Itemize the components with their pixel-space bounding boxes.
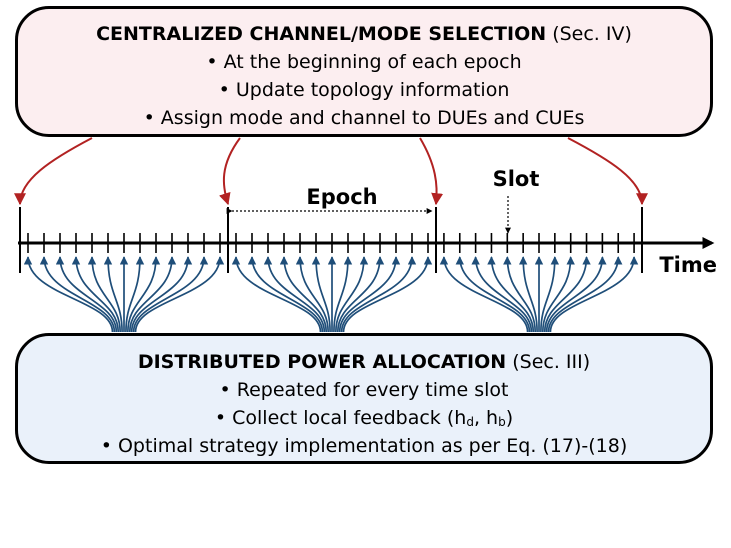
feedback-sep: , h <box>473 407 499 429</box>
distributed-power-box: DISTRIBUTED POWER ALLOCATION (Sec. III) … <box>15 333 713 464</box>
feedback-arrow-3 <box>55 256 118 333</box>
feedback-arrow-13 <box>134 256 225 333</box>
distributed-bullet-1: • Repeated for every time slot <box>219 379 509 401</box>
feedback-arrow-2 <box>39 256 116 333</box>
feedback-arrow-38 <box>547 256 623 333</box>
mode-selection-arrow-3 <box>419 137 444 206</box>
feedback-arrow-11 <box>130 256 193 333</box>
centralized-bullet-2: • Update topology information <box>218 79 510 101</box>
feedback-arrow-4 <box>71 256 120 333</box>
epoch-label: Epoch <box>306 185 377 209</box>
feedback-sub-b: b <box>498 415 506 429</box>
feedback-arrow-24 <box>338 256 401 333</box>
mode-selection-arrow-1 <box>14 137 93 206</box>
feedback-arrow-31 <box>503 256 537 333</box>
distributed-power-title: DISTRIBUTED POWER ALLOCATION <box>137 351 507 373</box>
distributed-bullet-2: • Optimal strategy implementation as per… <box>100 435 628 457</box>
feedback-sub-d: d <box>466 415 474 429</box>
time-label: Time <box>659 253 717 277</box>
mode-selection-arrow-2 <box>219 137 241 206</box>
feedback-suffix: ) <box>505 407 514 429</box>
feedback-arrow-25 <box>340 256 417 333</box>
feedback-arrow-9 <box>126 256 161 333</box>
feedback-arrow-30 <box>487 256 535 333</box>
centralized-bullet-3: • Assign mode and channel to DUEs and CU… <box>143 107 585 129</box>
centralized-selection-heading: CENTRALIZED CHANNEL/MODE SELECTION (Sec.… <box>18 20 710 48</box>
feedback-arrow-1 <box>23 256 114 333</box>
feedback-arrow-21 <box>333 256 353 333</box>
distributed-power-section: (Sec. III) <box>512 351 591 373</box>
centralized-selection-box: CENTRALIZED CHANNEL/MODE SELECTION (Sec.… <box>15 6 713 137</box>
feedback-arrow-23 <box>336 256 385 333</box>
centralized-bullet-1: • At the beginning of each epoch <box>206 51 522 73</box>
feedback-arrow-28 <box>455 256 531 333</box>
feedback-arrow-6 <box>103 256 123 333</box>
feedback-arrow-27 <box>439 256 529 333</box>
centralized-selection-section: (Sec. IV) <box>552 23 632 45</box>
feedback-arrow-8 <box>125 256 145 333</box>
feedback-arrow-36 <box>543 256 591 333</box>
feedback-arrow-5 <box>87 256 122 333</box>
distributed-power-heading: DISTRIBUTED POWER ALLOCATION (Sec. III) <box>18 348 710 376</box>
feedback-arrow-12 <box>132 256 209 333</box>
feedback-arrow-32 <box>518 256 538 333</box>
slot-feedback-arrows <box>23 256 639 333</box>
feedback-arrow-22 <box>334 256 369 333</box>
feedback-arrow-17 <box>279 256 328 333</box>
feedback-arrow-15 <box>247 256 324 333</box>
feedback-arrow-34 <box>540 256 560 333</box>
feedback-arrow-19 <box>311 256 331 333</box>
feedback-arrow-29 <box>471 256 533 333</box>
feedback-arrow-18 <box>295 256 330 333</box>
feedback-arrow-10 <box>128 256 177 333</box>
feedback-prefix: • Collect local feedback (h <box>214 407 467 429</box>
feedback-arrow-14 <box>231 256 322 333</box>
feedback-arrow-16 <box>263 256 326 333</box>
feedback-arrow-35 <box>541 256 575 333</box>
centralized-selection-title: CENTRALIZED CHANNEL/MODE SELECTION <box>96 23 547 45</box>
feedback-arrow-26 <box>342 256 433 333</box>
feedback-arrow-39 <box>549 256 639 333</box>
mode-selection-arrow-4 <box>567 137 648 206</box>
slot-label: Slot <box>493 167 540 191</box>
feedback-arrow-37 <box>545 256 607 333</box>
distributed-bullet-feedback: • Collect local feedback (hd, hb) <box>18 404 710 432</box>
